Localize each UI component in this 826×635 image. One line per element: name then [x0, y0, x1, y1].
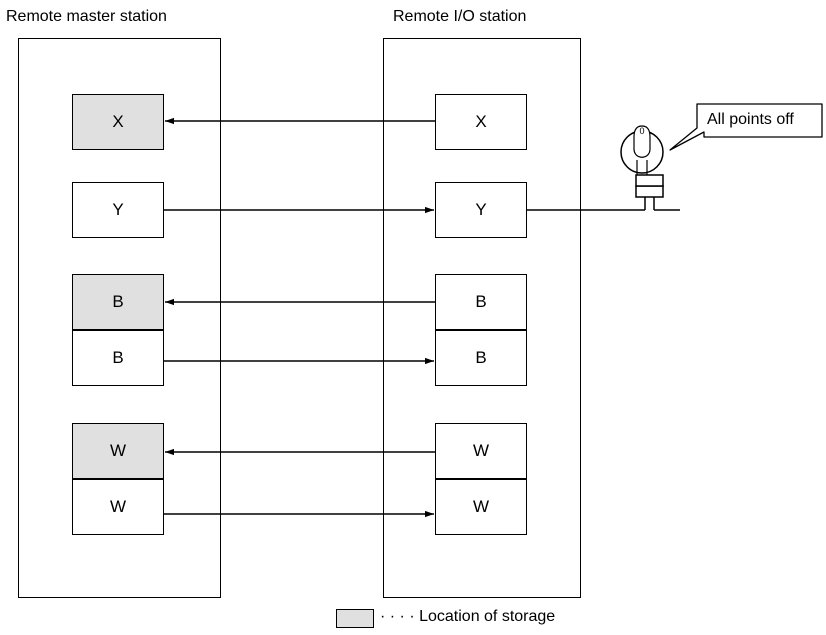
- remote-y-box: Y: [435, 182, 527, 238]
- master-x-box: X: [72, 94, 164, 150]
- svg-text:0: 0: [639, 126, 644, 136]
- master-y-box: Y: [72, 182, 164, 238]
- lamp-wiring: [527, 196, 680, 211]
- master-station-title: Remote master station: [6, 8, 167, 25]
- remote-w-box-2: W: [435, 479, 527, 535]
- remote-b-box-2: B: [435, 330, 527, 386]
- master-b-box: B: [72, 330, 164, 386]
- legend-text: · · · · Location of storage: [380, 608, 556, 625]
- callout-bubble: [669, 103, 823, 151]
- remote-x-box: X: [435, 94, 527, 150]
- master-b-box-stored: B: [72, 274, 164, 330]
- master-w-box: W: [72, 479, 164, 535]
- remote-b-box-1: B: [435, 274, 527, 330]
- remote-w-box-1: W: [435, 423, 527, 479]
- master-w-box-stored: W: [72, 423, 164, 479]
- remote-station-title: Remote I/O station: [393, 8, 527, 25]
- lamp-icon: 0: [620, 125, 664, 198]
- lamp-callout-text: All points off: [707, 111, 794, 128]
- legend-swatch: [336, 609, 374, 628]
